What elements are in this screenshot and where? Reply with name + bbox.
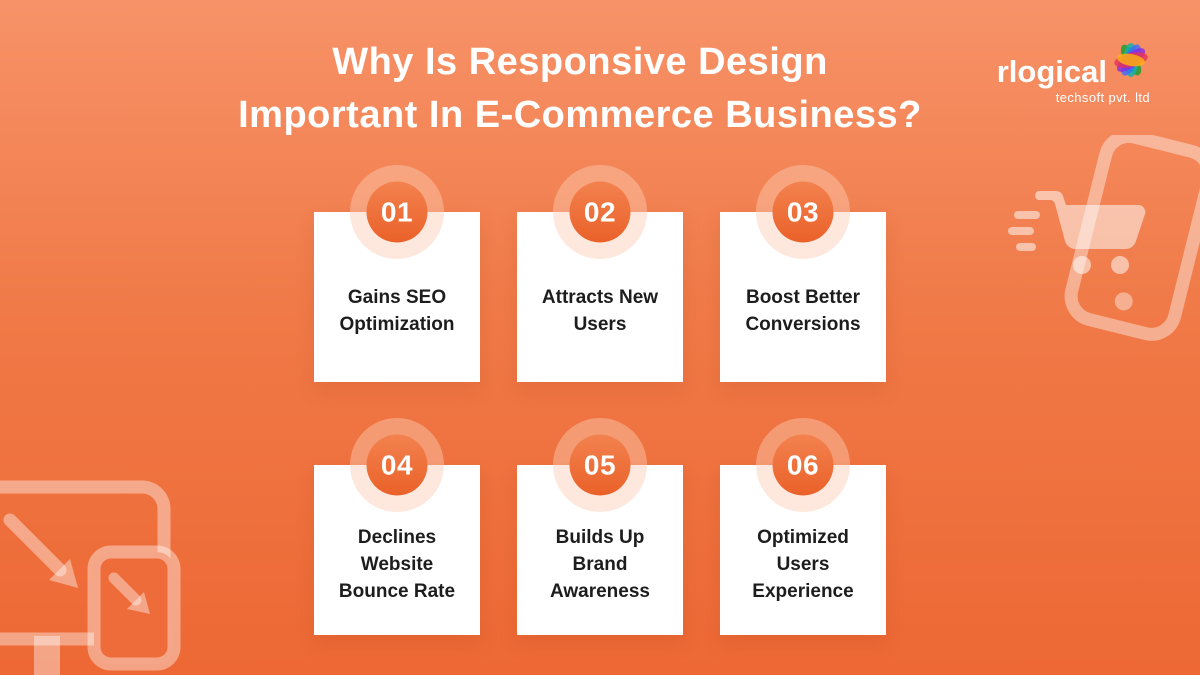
- page-title-line1: Why Is Responsive Design: [332, 41, 828, 83]
- card-attracts-users: 02 Attracts New Users: [517, 165, 683, 382]
- card-label: Gains SEO Optimization: [339, 287, 455, 335]
- brand-logo: rlogical techsoft pvt. ltd: [997, 40, 1150, 105]
- brand-logo-name: rlogical: [996, 54, 1107, 89]
- card-label: Attracts New Users: [541, 287, 659, 335]
- card-label: Boost Better Conversions: [745, 287, 861, 335]
- card-number-badge: 06: [772, 434, 834, 496]
- card-number-badge: 02: [569, 181, 631, 243]
- card-declines-bounce-rate: 04 Declines Website Bounce Rate: [314, 418, 480, 635]
- card-brand-awareness: 05 Builds Up Brand Awareness: [517, 418, 683, 635]
- card-label: Declines Website Bounce Rate: [338, 526, 456, 602]
- brand-logo-subtitle: techsoft pvt. ltd: [1055, 90, 1150, 105]
- card-user-experience: 06 Optimized Users Experience: [720, 418, 886, 635]
- page-title: Why Is Responsive Design Important In E-…: [80, 36, 1080, 142]
- card-number-badge: 03: [772, 181, 834, 243]
- card-label: Optimized Users Experience: [752, 526, 854, 602]
- cards-grid: 01 Gains SEO Optimization 02 Attracts Ne…: [314, 165, 886, 635]
- card-number-badge: 01: [366, 181, 428, 243]
- card-label: Builds Up Brand Awareness: [550, 526, 650, 602]
- responsive-screens-arrows-icon: [0, 480, 181, 675]
- card-gains-seo: 01 Gains SEO Optimization: [314, 165, 480, 382]
- rlogical-petal-logo-icon: [1114, 43, 1148, 77]
- mobile-phone-shopping-cart-icon: [1008, 135, 1200, 341]
- card-number-badge: 05: [569, 434, 631, 496]
- card-boost-conversions: 03 Boost Better Conversions: [720, 165, 886, 382]
- card-number-badge: 04: [366, 434, 428, 496]
- page-title-line2: Important In E-Commerce Business?: [238, 94, 922, 136]
